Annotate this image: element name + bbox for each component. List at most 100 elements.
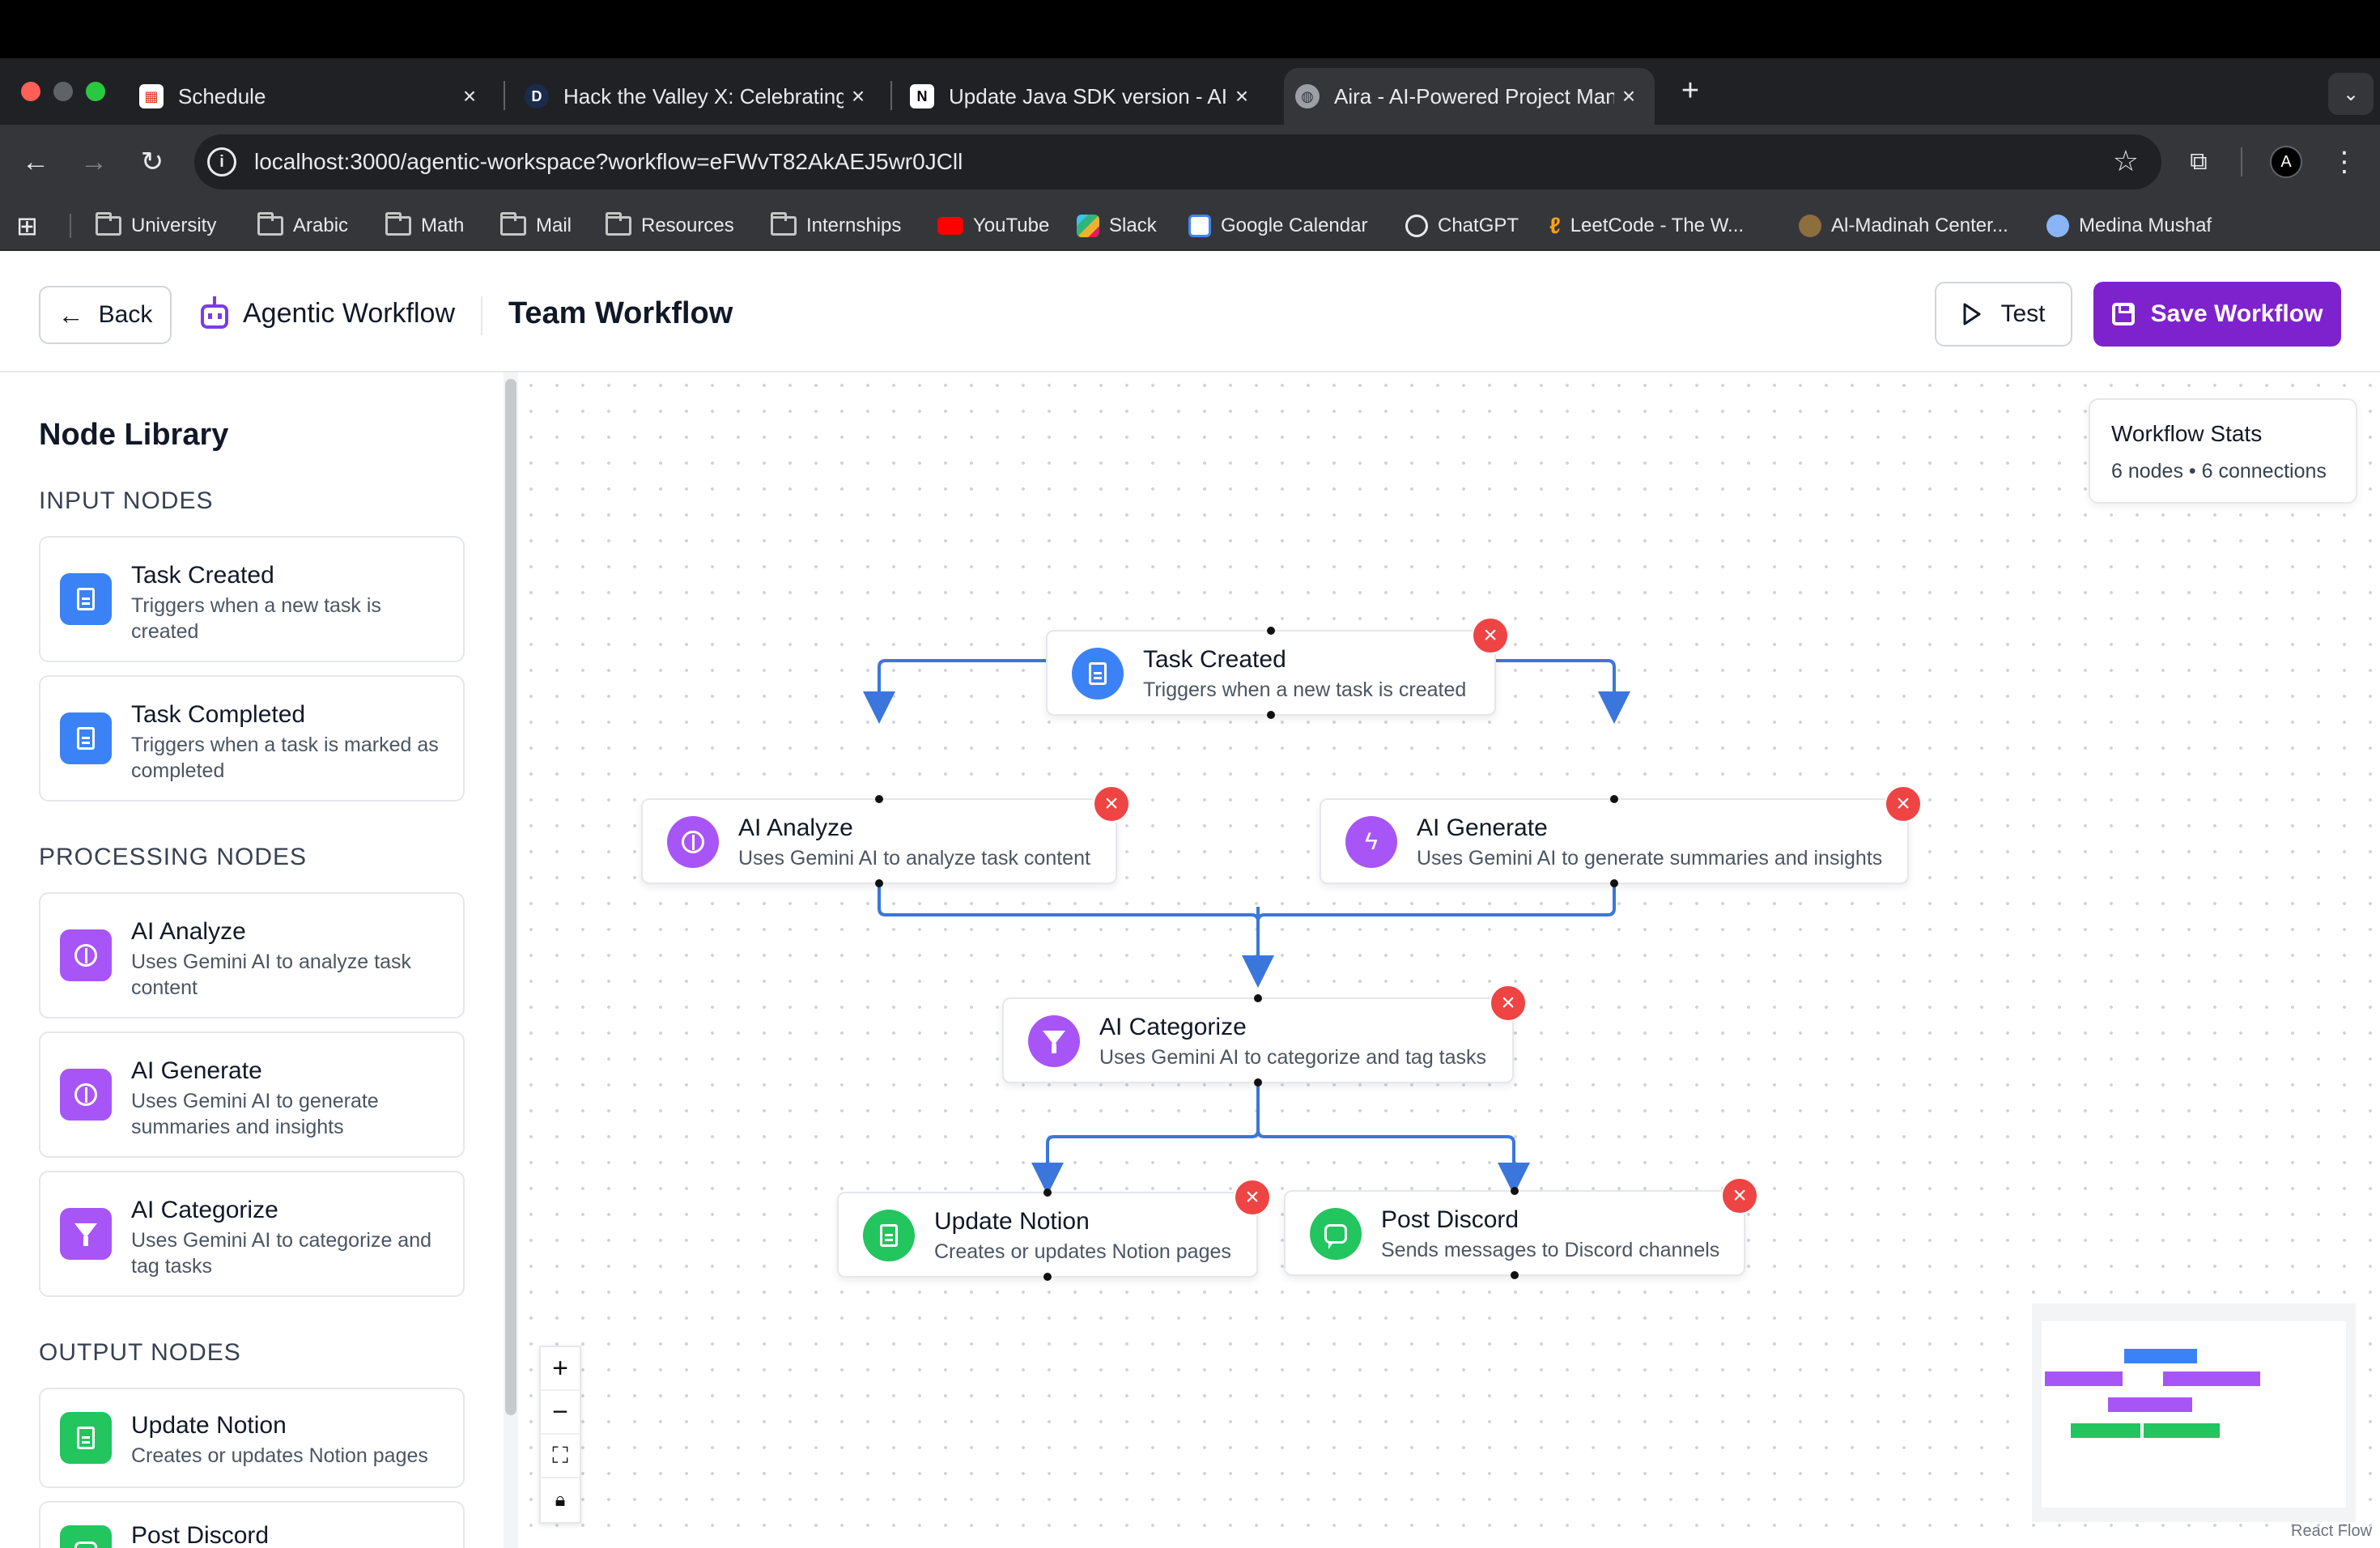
tab-update-java-sdk[interactable]: N Update Java SDK version - AI × xyxy=(900,68,1266,125)
flow-node-ai-categorize[interactable]: AI Categorize Uses Gemini AI to categori… xyxy=(1002,985,1527,1087)
folder-icon xyxy=(500,212,526,236)
chatgpt-icon xyxy=(1405,215,1428,237)
filter-icon xyxy=(1028,1015,1080,1067)
bookmark-resources[interactable]: Resources xyxy=(606,212,734,240)
sidebar-scrollbar-thumb[interactable] xyxy=(505,379,516,1415)
apps-grid-icon[interactable]: ⊞ xyxy=(16,211,38,240)
flow-node-update-notion[interactable]: Update Notion Creates or updates Notion … xyxy=(837,1179,1271,1281)
delete-node-button[interactable]: × xyxy=(1490,985,1527,1022)
document-icon xyxy=(1072,648,1124,700)
bookmark-internships[interactable]: Internships xyxy=(771,212,901,240)
lock-icon[interactable]: 🔒︎ xyxy=(555,1489,566,1511)
section-processing-nodes: PROCESSING NODES xyxy=(39,844,308,870)
node-input-handle[interactable] xyxy=(1043,1189,1052,1197)
node-output-handle[interactable] xyxy=(1610,879,1618,887)
library-node-task-created[interactable]: Task Created Triggers when a new task is… xyxy=(39,536,465,662)
brain-icon xyxy=(60,929,112,981)
bookmark-google-calendar[interactable]: Google Calendar xyxy=(1188,212,1367,240)
close-tab-icon[interactable]: × xyxy=(851,83,865,108)
chat-icon xyxy=(1310,1208,1362,1260)
document-icon xyxy=(863,1210,915,1261)
node-output-handle[interactable] xyxy=(1043,1273,1052,1281)
node-output-handle[interactable] xyxy=(1267,711,1275,719)
bookmark-al-madinah[interactable]: Al-Madinah Center... xyxy=(1799,212,2008,240)
minimize-window-button[interactable] xyxy=(53,82,73,101)
bookmark-slack[interactable]: Slack xyxy=(1077,212,1157,240)
minimap-node xyxy=(2124,1349,2197,1363)
bookmark-chatgpt[interactable]: ChatGPT xyxy=(1405,212,1519,240)
library-node-post-discord[interactable]: Post Discord xyxy=(39,1501,465,1548)
back-nav-icon[interactable]: ← xyxy=(22,146,49,177)
node-input-handle[interactable] xyxy=(875,795,883,803)
tab-hack-the-valley[interactable]: D Hack the Valley X: Celebrating × xyxy=(515,68,882,125)
flow-node-ai-generate[interactable]: ϟ AI Generate Uses Gemini AI to generate… xyxy=(1320,785,1922,887)
profile-avatar[interactable]: A xyxy=(2270,146,2302,178)
test-button[interactable]: Test xyxy=(1935,282,2072,347)
more-menu-icon[interactable]: ⋮ xyxy=(2331,147,2358,177)
zoom-window-button[interactable] xyxy=(86,82,105,101)
bookmark-math[interactable]: Math xyxy=(385,212,464,240)
site-info-icon[interactable]: i xyxy=(207,147,236,176)
flow-node-ai-analyze[interactable]: AI Analyze Uses Gemini AI to analyze tas… xyxy=(641,785,1130,887)
address-bar[interactable]: i localhost:3000/agentic-workspace?workf… xyxy=(194,134,2161,189)
node-output-handle[interactable] xyxy=(1511,1271,1519,1279)
library-node-task-completed[interactable]: Task Completed Triggers when a task is m… xyxy=(39,675,465,802)
delete-node-button[interactable]: × xyxy=(1472,617,1509,654)
close-tab-icon[interactable]: × xyxy=(1621,83,1636,108)
zoom-in-button[interactable]: + xyxy=(541,1347,580,1391)
minimap[interactable] xyxy=(2032,1303,2356,1522)
bookmarks-divider xyxy=(70,214,71,238)
new-tab-button[interactable]: + xyxy=(1681,73,1700,108)
delete-node-button[interactable]: × xyxy=(1234,1179,1271,1216)
bookmark-university[interactable]: University xyxy=(96,212,216,240)
tab-schedule[interactable]: ▦ Schedule × xyxy=(130,68,494,125)
folder-icon xyxy=(771,212,797,236)
delete-node-button[interactable]: × xyxy=(1721,1177,1758,1214)
node-input-handle[interactable] xyxy=(1511,1187,1519,1195)
extensions-icon[interactable]: ⧉ xyxy=(2190,148,2208,175)
close-tab-icon[interactable]: × xyxy=(1235,83,1249,108)
minimap-node xyxy=(2163,1372,2260,1386)
bookmark-medina-mushaf[interactable]: Medina Mushaf xyxy=(2046,212,2212,240)
bookmark-youtube[interactable]: YouTube xyxy=(937,212,1049,240)
flow-node-task-created[interactable]: Task Created Triggers when a new task is… xyxy=(1046,617,1509,719)
delete-node-button[interactable]: × xyxy=(1885,785,1922,823)
fit-view-button[interactable]: ⛶ xyxy=(541,1435,580,1478)
bookmark-arabic[interactable]: Arabic xyxy=(257,212,348,240)
save-workflow-button[interactable]: Save Workflow xyxy=(2093,282,2341,347)
page-title: Team Workflow xyxy=(508,296,733,330)
zoom-out-button[interactable]: − xyxy=(541,1391,580,1435)
canvas-controls: + − ⛶ 🔒︎ xyxy=(539,1346,581,1524)
library-node-ai-analyze[interactable]: AI Analyze Uses Gemini AI to analyze tas… xyxy=(39,892,465,1019)
workflow-canvas[interactable]: Workflow Stats 6 nodes • 6 connections T… xyxy=(518,372,2380,1548)
brain-icon xyxy=(60,1069,112,1121)
chat-icon xyxy=(60,1525,112,1548)
folder-icon xyxy=(606,212,631,236)
node-output-handle[interactable] xyxy=(875,879,883,887)
node-library-sidebar: Node Library INPUT NODES Task Created Tr… xyxy=(0,372,505,1548)
reload-icon[interactable]: ↻ xyxy=(140,147,164,177)
library-node-ai-categorize[interactable]: AI Categorize Uses Gemini AI to categori… xyxy=(39,1171,465,1297)
library-node-update-notion[interactable]: Update Notion Creates or updates Notion … xyxy=(39,1388,465,1488)
close-window-button[interactable] xyxy=(21,82,40,101)
flow-node-post-discord[interactable]: Post Discord Sends messages to Discord c… xyxy=(1284,1177,1758,1279)
node-input-handle[interactable] xyxy=(1610,795,1618,803)
leetcode-icon: ℓ xyxy=(1549,213,1561,238)
tab-search-button[interactable]: ⌄ xyxy=(2328,73,2374,115)
node-input-handle[interactable] xyxy=(1254,994,1262,1002)
google-calendar-icon xyxy=(1188,215,1211,237)
tab-aira[interactable]: ◍ Aira - AI-Powered Project Man × xyxy=(1284,68,1655,125)
slack-icon xyxy=(1077,215,1099,237)
forward-nav-icon[interactable]: → xyxy=(80,146,108,177)
back-button[interactable]: ← Back xyxy=(39,286,172,344)
close-tab-icon[interactable]: × xyxy=(462,83,477,108)
app-header: ← Back Agentic Workflow Team Workflow Te… xyxy=(0,251,2380,372)
library-node-ai-generate[interactable]: AI Generate Uses Gemini AI to generate s… xyxy=(39,1031,465,1158)
bookmark-star-icon[interactable]: ☆ xyxy=(2112,144,2139,177)
node-input-handle[interactable] xyxy=(1267,627,1275,635)
react-flow-attribution[interactable]: React Flow xyxy=(2291,1522,2373,1540)
delete-node-button[interactable]: × xyxy=(1093,785,1130,823)
node-output-handle[interactable] xyxy=(1254,1078,1262,1087)
bookmark-mail[interactable]: Mail xyxy=(500,212,572,240)
